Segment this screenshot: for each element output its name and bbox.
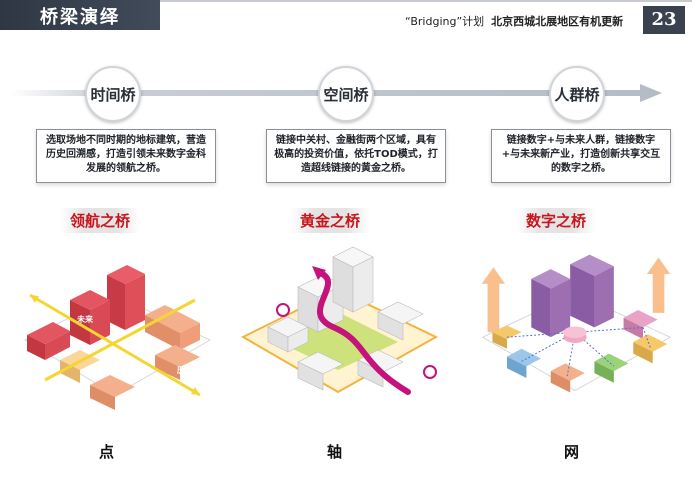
stage-label: 空间桥 (323, 85, 369, 104)
description-text: 链接中关村、金融街两个区域，具有极高的投资价值，依托TOD模式，打造超线链接的黄… (274, 135, 438, 174)
illustration-network (481, 254, 672, 393)
caption-network: 网 (564, 441, 579, 462)
description-box-space: 链接中关村、金融街两个区域，具有极高的投资价值，依托TOD模式，打造超线链接的黄… (266, 129, 446, 183)
description-box-time: 选取场地不同时期的地标建筑，营造历史回溯感，打造引领未来数字金科发展的领航之桥。 (36, 129, 216, 183)
caption-text: 轴 (327, 443, 343, 461)
subtitle-space: 黄金之桥 (290, 208, 371, 233)
label-future: 未来 (76, 314, 94, 324)
description-text: 选取场地不同时期的地标建筑，营造历史回溯感，打造引领未来数字金科发展的领航之桥。 (46, 135, 206, 174)
caption-text: 点 (99, 443, 115, 461)
section-title: 桥梁演绎 (40, 7, 120, 28)
illustration-point: 未来 历史 (23, 265, 212, 410)
page-number-box (643, 6, 685, 34)
subtitle-people: 数字之桥 (516, 208, 597, 233)
label-history: 历史 (177, 365, 194, 375)
page-number: 23 (651, 9, 677, 30)
subtitle-text: 数字之桥 (526, 212, 587, 230)
illustration-axis (240, 246, 438, 395)
stage-circle-people: 人群桥 (549, 66, 605, 122)
caption-text: 网 (564, 443, 580, 461)
header-rule (160, 0, 692, 2)
caption-point: 点 (99, 441, 114, 462)
section-tab (0, 0, 160, 30)
description-text: 链接数字+与未来人群，链接数字+与未来新产业，打造创新共享交互的数字之桥。 (501, 135, 661, 174)
stage-label: 人群桥 (554, 85, 600, 104)
description-box-people: 链接数字+与未来人群，链接数字+与未来新产业，打造创新共享交互的数字之桥。 (491, 129, 671, 183)
caption-axis: 轴 (327, 441, 342, 462)
stage-circle-space: 空间桥 (318, 66, 374, 122)
stage-label: 时间桥 (90, 85, 136, 104)
header-project: “Bridging”计划 北京西城北展地区有机更新 (405, 13, 623, 29)
subtitle-time: 领航之桥 (60, 208, 141, 233)
project-title: 北京西城北展地区有机更新 (491, 15, 624, 28)
stage-circle-time: 时间桥 (85, 66, 141, 122)
subtitle-text: 领航之桥 (70, 212, 131, 230)
subtitle-text: 黄金之桥 (300, 212, 361, 230)
plan-prefix: “Bridging”计划 (405, 15, 485, 28)
